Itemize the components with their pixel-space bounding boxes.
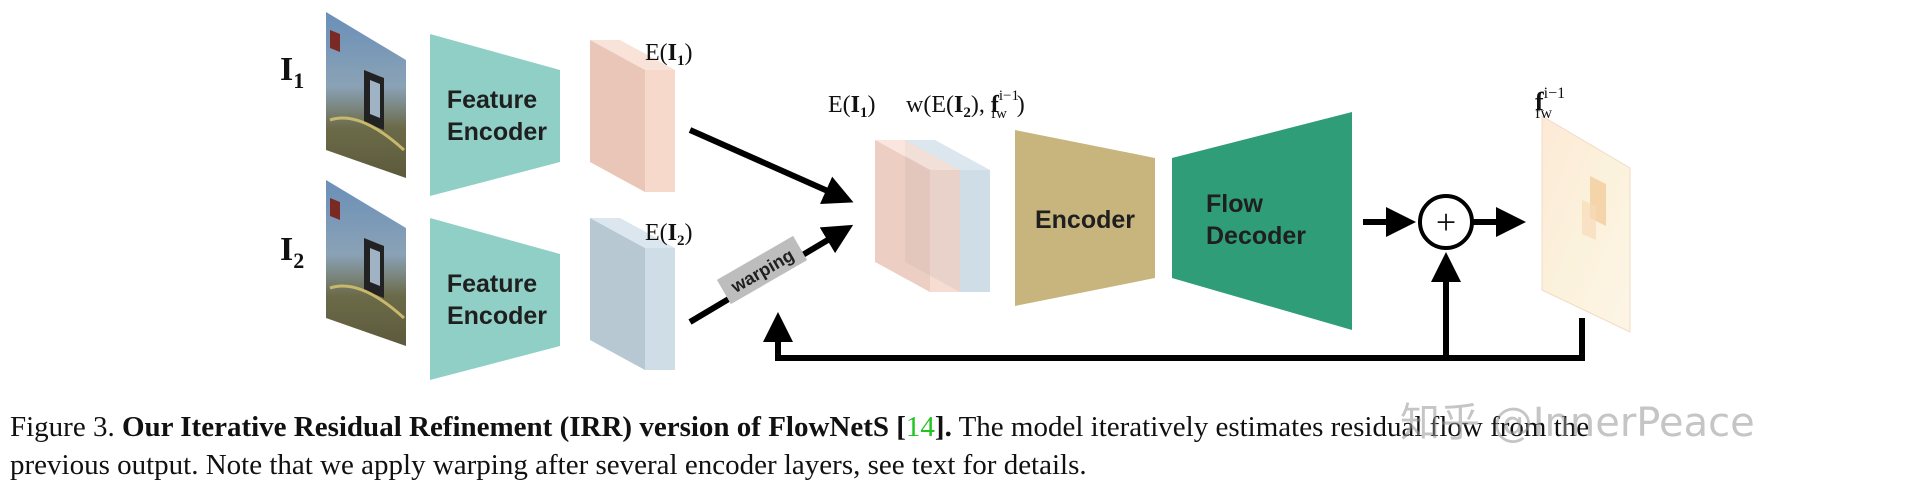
feature-label-2: E(I2) (645, 220, 693, 249)
input-label-2: I2 (280, 231, 304, 273)
feedback-loop-arrow (763, 312, 1585, 361)
flow-decoder-line2: Decoder (1206, 222, 1306, 250)
watermark: 知乎 @InnerPeace (1400, 400, 1755, 446)
caption-reference-link[interactable]: 14 (905, 411, 935, 443)
warping-tag: warping (716, 235, 808, 305)
encoder-block (1015, 130, 1155, 306)
input-image-2 (326, 180, 406, 346)
caption-rest: The model iteratively estimates residual… (958, 411, 1590, 443)
feature-label-1: E(I1) (645, 40, 693, 69)
caption-line-1: Figure 3. Our Iterative Residual Refinem… (10, 408, 1910, 446)
arrow-feature1-to-concat (688, 127, 854, 204)
flow-decoder-line1: Flow (1206, 190, 1263, 218)
input-label-1: I1 (280, 51, 304, 93)
caption-title-end: ]. (934, 411, 952, 443)
concat-label-left: E(I1) (828, 92, 876, 121)
feature-encoder-2 (430, 218, 560, 380)
feature-encoder-1 (430, 34, 560, 196)
plus-icon: + (1436, 202, 1456, 242)
feature-block-1 (590, 40, 675, 192)
figure-caption: Figure 3. Our Iterative Residual Refinem… (10, 408, 1910, 484)
caption-prefix: Figure 3. (10, 411, 115, 443)
feature-encoder-2-line1: Feature (447, 270, 537, 298)
feature-encoder-1-line2: Encoder (447, 118, 547, 146)
encoder-label: Encoder (1035, 206, 1135, 234)
flow-decoder-block (1172, 112, 1352, 330)
input-image-1 (326, 12, 406, 178)
irr-architecture-diagram: I1 I2 Feature Encoder Feature Encoder E(… (280, 12, 1631, 380)
feature-encoder-1-line1: Feature (447, 86, 537, 114)
feature-encoder-2-line2: Encoder (447, 302, 547, 330)
feature-block-2 (590, 218, 675, 370)
caption-line-2: previous output. Note that we apply warp… (10, 449, 1087, 481)
concat-blocks (875, 140, 990, 292)
caption-title: Our Iterative Residual Refinement (IRR) … (121, 411, 906, 443)
output-flow-image (1541, 115, 1631, 333)
